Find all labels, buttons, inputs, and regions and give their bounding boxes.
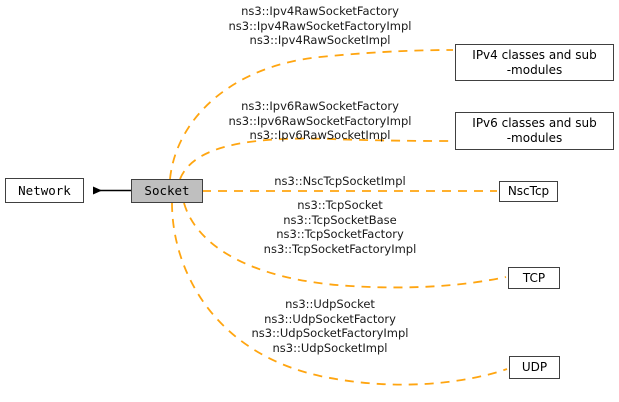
node-network[interactable]: Network <box>5 178 84 203</box>
node-ipv6-classes-label: IPv6 classes and sub -modules <box>472 116 597 145</box>
edge-socket-ipv6 <box>179 137 454 180</box>
node-nsctcp-label: NscTcp <box>507 184 550 198</box>
node-nsctcp[interactable]: NscTcp <box>499 181 558 202</box>
node-udp[interactable]: UDP <box>509 356 560 379</box>
edge-label-ipv4: ns3::Ipv4RawSocketFactory ns3::Ipv4RawSo… <box>228 4 412 48</box>
node-ipv4-classes-label: IPv4 classes and sub -modules <box>472 47 597 77</box>
node-tcp[interactable]: TCP <box>508 267 560 289</box>
edge-socket-udp <box>171 202 508 386</box>
node-network-label: Network <box>18 182 71 198</box>
node-udp-label: UDP <box>521 360 548 374</box>
edge-socket-tcp <box>183 202 507 289</box>
node-ipv6-classes[interactable]: IPv6 classes and sub -modules <box>455 112 614 150</box>
edge-label-nsctcp: ns3::NscTcpSocketImpl <box>274 174 406 188</box>
edge-label-udp: ns3::UdpSocket ns3::UdpSocketFactory ns3… <box>251 297 409 356</box>
node-socket[interactable]: Socket <box>131 179 203 203</box>
node-tcp-label: TCP <box>522 270 546 285</box>
edge-label-ipv6: ns3::Ipv6RawSocketFactory ns3::Ipv6RawSo… <box>228 99 412 143</box>
edge-socket-ipv4 <box>169 49 454 180</box>
edge-label-tcp: ns3::TcpSocket ns3::TcpSocketBase ns3::T… <box>263 198 417 257</box>
node-socket-label: Socket <box>144 183 190 199</box>
node-ipv4-classes[interactable]: IPv4 classes and sub -modules <box>455 44 614 81</box>
